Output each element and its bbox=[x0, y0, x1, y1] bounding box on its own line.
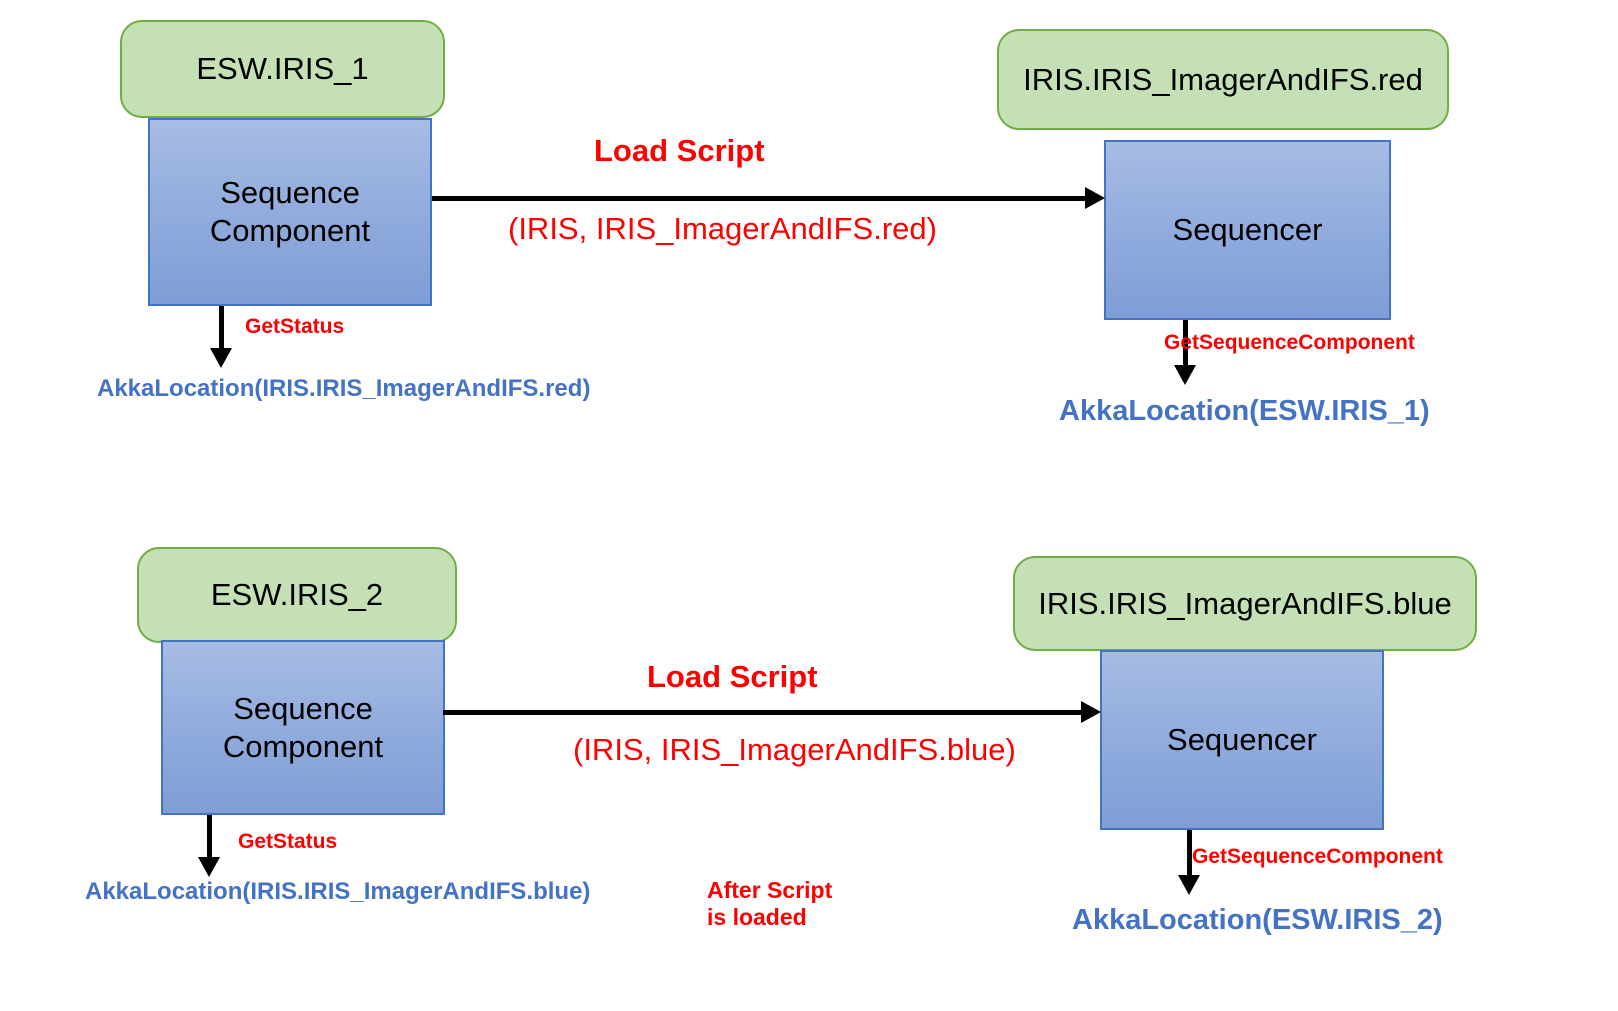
load-script-arrow-head-2 bbox=[1081, 701, 1101, 723]
get-status-arrow-head-2 bbox=[198, 857, 220, 877]
get-status-label-1: GetStatus bbox=[245, 315, 345, 338]
load-script-arrow-line-1 bbox=[432, 196, 1086, 201]
after-script-note: After Script is loaded bbox=[707, 877, 833, 931]
box-sequencer-1-label: Sequencer bbox=[1172, 212, 1323, 248]
box-sequence-component-2: Sequence Component bbox=[161, 640, 445, 815]
get-sequence-component-arrow-line-2 bbox=[1187, 830, 1192, 878]
box-sequence-component-1: Sequence Component bbox=[148, 118, 432, 306]
get-status-label-2: GetStatus bbox=[238, 830, 338, 853]
load-script-args-1: (IRIS, IRIS_ImagerAndIFS.red) bbox=[508, 211, 937, 246]
load-script-arrow-head-1 bbox=[1085, 187, 1105, 209]
get-status-arrow-line-2 bbox=[207, 815, 212, 860]
get-sequence-component-label-1: GetSequenceComponent bbox=[1164, 331, 1415, 354]
akka-location-result-right-2: AkkaLocation(ESW.IRIS_2) bbox=[1072, 904, 1443, 936]
plate-iris-imager-red: IRIS.IRIS_ImagerAndIFS.red bbox=[997, 29, 1449, 130]
akka-location-result-left-1: AkkaLocation(IRIS.IRIS_ImagerAndIFS.red) bbox=[97, 375, 591, 402]
get-status-arrow-head-1 bbox=[210, 348, 232, 368]
load-script-label-1: Load Script bbox=[594, 133, 765, 168]
box-sequencer-2-label: Sequencer bbox=[1167, 722, 1317, 758]
get-sequence-component-arrow-head-1 bbox=[1174, 365, 1196, 385]
box-sequencer-1: Sequencer bbox=[1104, 140, 1391, 320]
get-sequence-component-arrow-line-1 bbox=[1183, 320, 1188, 368]
box-sequencer-2: Sequencer bbox=[1100, 650, 1384, 830]
box-sequence-component-2-label: Sequence Component bbox=[222, 690, 384, 764]
plate-esw-iris-2-label: ESW.IRIS_2 bbox=[210, 577, 384, 612]
get-status-arrow-line-1 bbox=[219, 306, 224, 351]
plate-iris-imager-blue: IRIS.IRIS_ImagerAndIFS.blue bbox=[1013, 556, 1477, 651]
plate-iris-imager-blue-label: IRIS.IRIS_ImagerAndIFS.blue bbox=[1038, 585, 1452, 621]
get-sequence-component-arrow-head-2 bbox=[1178, 875, 1200, 895]
akka-location-result-left-2: AkkaLocation(IRIS.IRIS_ImagerAndIFS.blue… bbox=[85, 878, 591, 905]
akka-location-result-right-1: AkkaLocation(ESW.IRIS_1) bbox=[1059, 395, 1430, 427]
plate-esw-iris-1: ESW.IRIS_1 bbox=[120, 20, 445, 118]
plate-esw-iris-1-label: ESW.IRIS_1 bbox=[196, 51, 369, 86]
plate-esw-iris-2: ESW.IRIS_2 bbox=[137, 547, 457, 643]
load-script-label-2: Load Script bbox=[647, 659, 818, 694]
load-script-args-2: (IRIS, IRIS_ImagerAndIFS.blue) bbox=[573, 732, 1016, 767]
get-sequence-component-label-2: GetSequenceComponent bbox=[1192, 845, 1443, 868]
plate-iris-imager-red-label: IRIS.IRIS_ImagerAndIFS.red bbox=[1023, 61, 1423, 97]
load-script-arrow-line-2 bbox=[443, 710, 1082, 715]
box-sequence-component-1-label: Sequence Component bbox=[209, 175, 371, 248]
